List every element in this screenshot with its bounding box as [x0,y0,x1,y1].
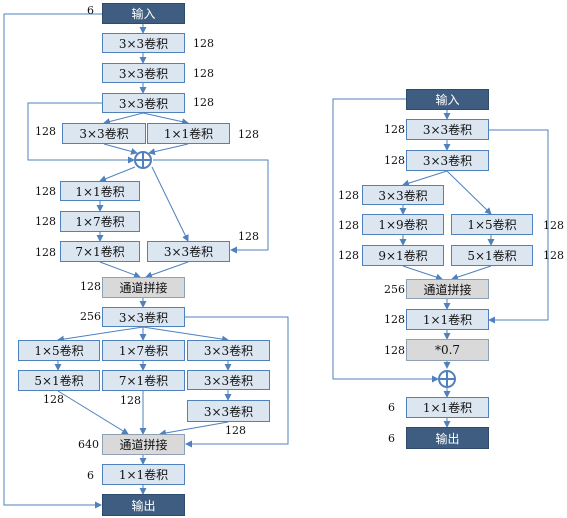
left-conv-1x7: 1×7卷积 [60,211,140,232]
arrow [148,143,189,156]
arrow [99,166,136,183]
channel-label: 6 [87,469,94,482]
channel-label: 128 [193,67,214,80]
right-conv-3x3-3: 3×3卷积 [362,185,444,205]
channel-label: 256 [384,283,405,296]
channel-label: 128 [338,189,359,202]
right-concat: 通道拼接 [406,279,489,299]
channel-label: 128 [193,37,214,50]
arrow [151,166,189,242]
left-b1-conv-5x1: 5×1卷积 [18,370,100,391]
left-branch-conv-1x1: 1×1卷积 [147,123,230,144]
arrow [159,421,229,437]
channel-label: 640 [78,438,99,451]
channel-label: 128 [384,344,405,357]
left-conv-3x3-3: 3×3卷积 [102,93,185,113]
left-b3-conv-3x3-3: 3×3卷积 [187,400,270,422]
arrow [402,265,443,281]
left-side-conv-3x3: 3×3卷积 [147,241,230,262]
left-conv-3x3-mid: 3×3卷积 [102,307,185,327]
channel-label: 128 [338,219,359,232]
arrow [402,170,448,187]
arrow [142,326,229,343]
add-node-right [438,370,456,388]
skip-arrow [3,13,102,509]
channel-label: 128 [35,246,56,259]
left-input-node: 输入 [102,3,185,24]
skip-arrow [332,98,439,383]
right-conv-1x1: 1×1卷积 [406,309,489,330]
channel-label: 128 [120,394,141,407]
channel-label: 128 [238,230,259,243]
right-conv-1x9: 1×9卷积 [362,214,444,235]
arrow [103,143,138,155]
channel-label: 128 [35,185,56,198]
add-node-left [134,151,152,169]
channel-label: 6 [388,432,395,445]
right-conv-1x1-out: 1×1卷积 [406,397,489,418]
left-b2-conv-7x1: 7×1卷积 [102,370,185,391]
channel-label: 128 [543,219,564,232]
channel-label: 128 [225,424,246,437]
right-conv-3x3-2: 3×3卷积 [406,150,489,171]
channel-label: 256 [80,310,101,323]
skip-arrow [27,102,143,164]
channel-label: 128 [338,249,359,262]
channel-label: 128 [384,313,405,326]
right-conv-9x1: 9×1卷积 [362,245,444,266]
left-branch-conv-3x3: 3×3卷积 [62,123,146,144]
left-b1-conv-1x5: 1×5卷积 [18,340,100,361]
arrow [99,261,141,279]
skip-arrow [488,129,549,324]
arrow [57,390,129,435]
right-output-node: 输出 [406,427,489,449]
arrow [451,265,492,281]
channel-label: 6 [388,401,395,414]
left-conv-1x1-final: 1×1卷积 [102,464,185,485]
right-conv-5x1: 5×1卷积 [451,245,533,266]
left-b2-conv-1x7: 1×7卷积 [102,340,185,361]
channel-label: 128 [543,249,564,262]
channel-label: 6 [87,4,94,17]
channel-label: 128 [384,154,405,167]
left-b3-conv-3x3-2: 3×3卷积 [187,370,270,390]
left-conv-7x1: 7×1卷积 [60,241,140,262]
left-conv-3x3-1: 3×3卷积 [102,33,185,53]
arrow [145,261,189,279]
channel-label: 128 [80,280,101,293]
channel-label: 128 [43,393,64,406]
channel-label: 128 [238,128,259,141]
channel-label: 128 [384,123,405,136]
arrow [142,112,189,126]
skip-arrow [184,316,289,448]
left-output-node: 输出 [102,494,185,516]
arrow [103,112,144,125]
right-input-node: 输入 [406,89,489,110]
left-conv-3x3-2: 3×3卷积 [102,63,185,83]
channel-label: 128 [35,215,56,228]
left-concat-1: 通道拼接 [102,277,185,298]
right-scale: *0.7 [406,339,489,361]
arrow [446,170,492,215]
channel-label: 128 [193,96,214,109]
right-conv-1x5: 1×5卷积 [451,214,533,235]
left-conv-1x1: 1×1卷积 [60,181,140,201]
channel-label: 128 [35,125,56,138]
left-b3-conv-3x3-1: 3×3卷积 [187,340,270,361]
left-concat-2: 通道拼接 [102,434,185,455]
skip-arrow [153,159,269,254]
arrow [57,326,144,343]
right-conv-3x3-1: 3×3卷积 [406,119,489,140]
